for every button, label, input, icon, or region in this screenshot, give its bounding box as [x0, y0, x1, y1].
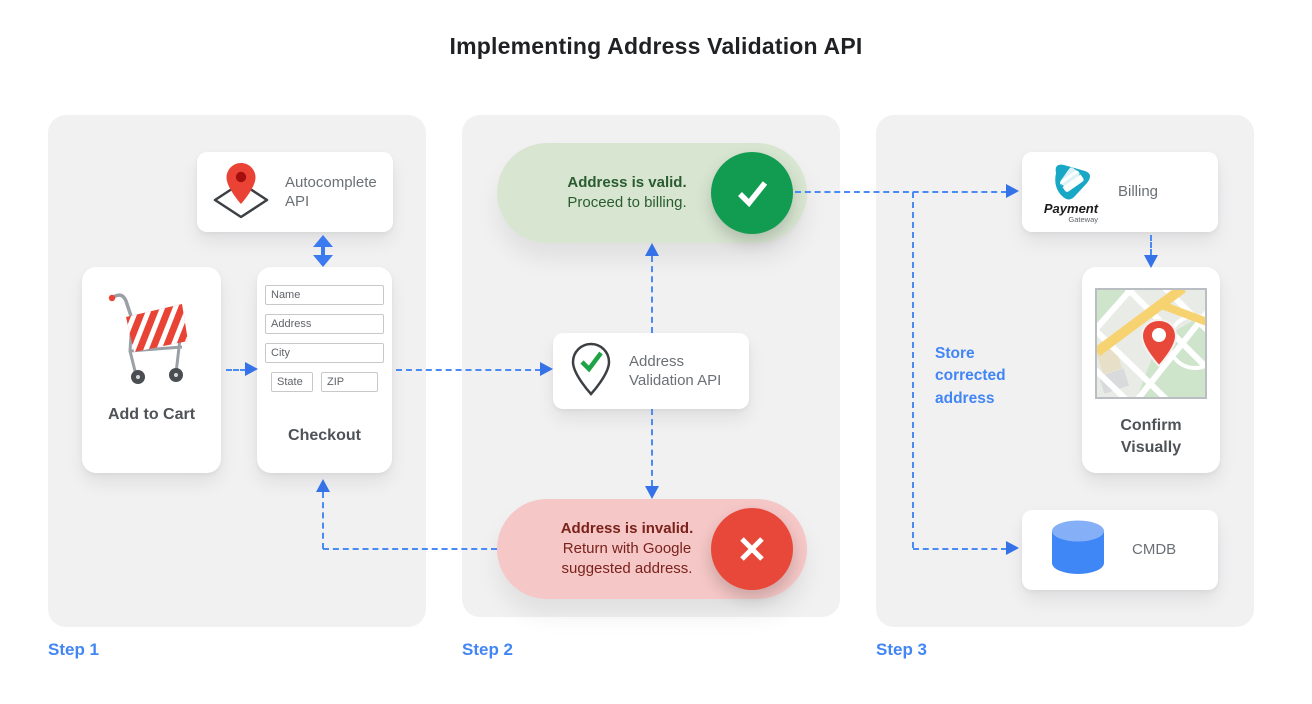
cmdb-label: CMDB: [1132, 541, 1177, 559]
city-field: City: [265, 343, 384, 363]
step1-label: Step 1: [48, 640, 100, 659]
arrowhead-invalid-to-checkout: [316, 479, 330, 492]
connector-branch-to-cmdb: [913, 548, 1007, 550]
double-vertical-arrow-icon: [312, 235, 334, 272]
valid-detail: Proceed to billing.: [567, 194, 687, 211]
address-field: Address: [265, 314, 384, 334]
connector-billing-to-confirm: [1150, 235, 1152, 255]
validation-pin-check-icon: [569, 342, 613, 401]
check-circle-icon: [711, 152, 793, 234]
arrowhead-validation-to-valid: [645, 243, 659, 256]
state-field: State: [271, 372, 313, 392]
valid-headline: Address is valid.: [567, 173, 687, 191]
connector-validation-to-invalid: [651, 409, 653, 486]
address-invalid-pill: Address is invalid. Return with Google s…: [497, 499, 807, 599]
connector-checkout-to-validation: [396, 369, 541, 371]
step2-label: Step 2: [462, 640, 514, 659]
arrowhead-validation-to-invalid: [645, 486, 659, 499]
database-cylinder-icon: [1046, 519, 1110, 582]
arrowhead-billing-to-confirm: [1144, 255, 1158, 268]
billing-card: Payment Gateway Billing: [1022, 152, 1218, 232]
payment-gateway-logo-secondary: Gateway: [1068, 215, 1098, 224]
zip-field: ZIP: [321, 372, 378, 392]
autocomplete-api-label: Autocomplete API: [285, 173, 377, 211]
connector-invalid-to-checkout-horizontal: [323, 548, 497, 550]
checkout-label: Checkout: [288, 427, 361, 444]
connector-validation-to-valid: [651, 256, 653, 333]
confirm-visually-label: Confirm Visually: [1120, 417, 1182, 456]
invalid-detail: Return with Google suggested address.: [561, 539, 693, 578]
address-validation-api-card: Address Validation API: [553, 333, 749, 409]
billing-label: Billing: [1118, 183, 1159, 201]
add-to-cart-card: Add to Cart: [82, 267, 221, 473]
step3-label: Step 3: [876, 640, 928, 659]
payment-gateway-logo-primary: Payment: [1043, 201, 1099, 216]
arrowhead-branch-to-cmdb: [1006, 541, 1019, 555]
cmdb-card: CMDB: [1022, 510, 1218, 590]
checkout-card: Name Address City State ZIP Checkout: [257, 267, 392, 473]
autocomplete-api-card: Autocomplete API: [197, 152, 393, 232]
shopping-cart-icon: [102, 289, 202, 390]
add-to-cart-label: Add to Cart: [107, 406, 196, 423]
x-circle-icon: [711, 508, 793, 590]
connector-invalid-to-checkout-vertical: [322, 492, 324, 549]
arrowhead-valid-to-billing: [1006, 184, 1019, 198]
confirm-visually-card: Confirm Visually: [1082, 267, 1220, 473]
connector-cart-to-checkout: [226, 369, 246, 371]
payment-gateway-logo: Payment Gateway: [1038, 160, 1104, 224]
invalid-headline: Address is invalid.: [560, 519, 694, 537]
arrowhead-checkout-to-validation: [540, 362, 553, 376]
address-valid-pill: Address is valid. Proceed to billing.: [497, 143, 807, 243]
page-title: Implementing Address Validation API: [449, 33, 863, 59]
name-field: Name: [265, 285, 384, 305]
connector-valid-to-billing: [795, 191, 1007, 193]
autocomplete-pin-diamond-icon: [213, 161, 269, 224]
connector-branch-down: [912, 192, 914, 548]
store-corrected-address-note: Store corrected address: [935, 345, 1006, 407]
validation-api-label: Address Validation API: [629, 352, 722, 390]
arrowhead-cart-to-checkout: [245, 362, 258, 376]
map-thumbnail-icon: [1095, 288, 1207, 399]
